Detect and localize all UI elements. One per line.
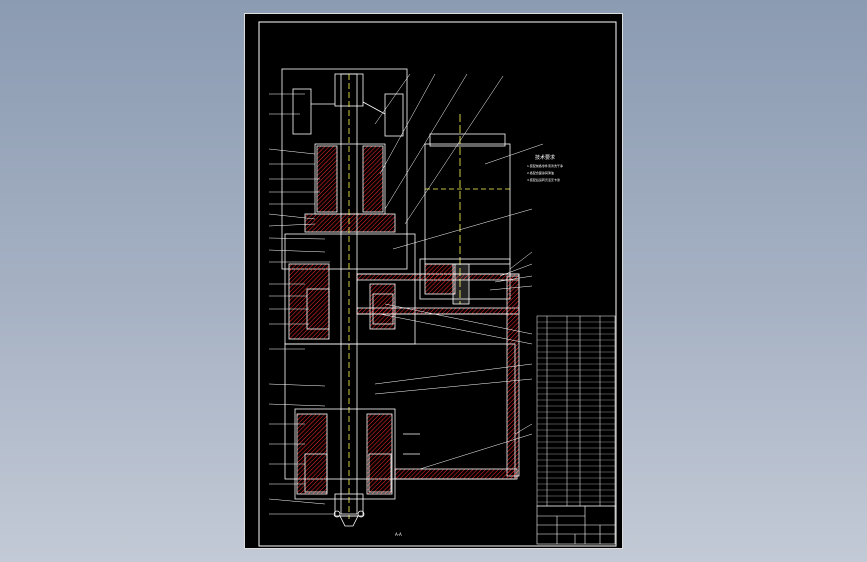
tech-requirements-line-3: 3.装配后运转灵活无卡滞 [527, 177, 560, 182]
cylinder-hatch-right [362, 145, 384, 213]
right-gear-hub [452, 263, 470, 305]
tech-requirements-line-1: 1.装配前各零件须清洗干净 [527, 163, 563, 168]
leaders-right [374, 73, 544, 470]
flange [304, 213, 396, 233]
leaders-left [268, 93, 333, 515]
parts-list-rows [537, 321, 615, 503]
tech-requirements-block: 技术要求 1.装配前各零件须清洗干净 2.各配合面涂润滑油 3.装配后运转灵活无… [527, 154, 563, 182]
lower-bearing-left [304, 453, 328, 493]
knob-left [333, 510, 341, 518]
tech-requirements-heading: 技术要求 [535, 154, 555, 161]
motor-cap [429, 133, 506, 147]
middle-left-hatch [288, 263, 330, 340]
motor-body [424, 143, 511, 265]
inner-border [258, 21, 617, 547]
knob-right [357, 510, 365, 518]
assembly-drawing: 技术要求 1.装配前各零件须清洗干净 2.各配合面涂润滑油 3.装配后运转灵活无… [258, 21, 617, 547]
lower-bottom-plate [394, 468, 518, 480]
tech-requirements-line-2: 2.各配合面涂润滑油 [527, 170, 554, 175]
gear-arm-hatch-bottom [356, 307, 520, 315]
parts-list-table [536, 315, 616, 507]
valve-left [292, 88, 312, 135]
tool-tip [339, 515, 359, 527]
right-wall [506, 275, 520, 477]
valve-right [384, 93, 404, 137]
drawing-sheet: 技术要求 1.装配前各零件须清洗干净 2.各配合面涂润滑油 3.装配后运转灵活无… [244, 13, 623, 549]
lower-bearing-block [294, 408, 396, 500]
middle-right-hatch [369, 283, 396, 330]
right-gear-hatch [424, 263, 456, 295]
section-label: A-A [395, 532, 402, 537]
title-block [536, 505, 616, 545]
main-assembly [281, 68, 520, 527]
lower-bearing-right [368, 453, 392, 493]
upper-housing [281, 68, 408, 270]
